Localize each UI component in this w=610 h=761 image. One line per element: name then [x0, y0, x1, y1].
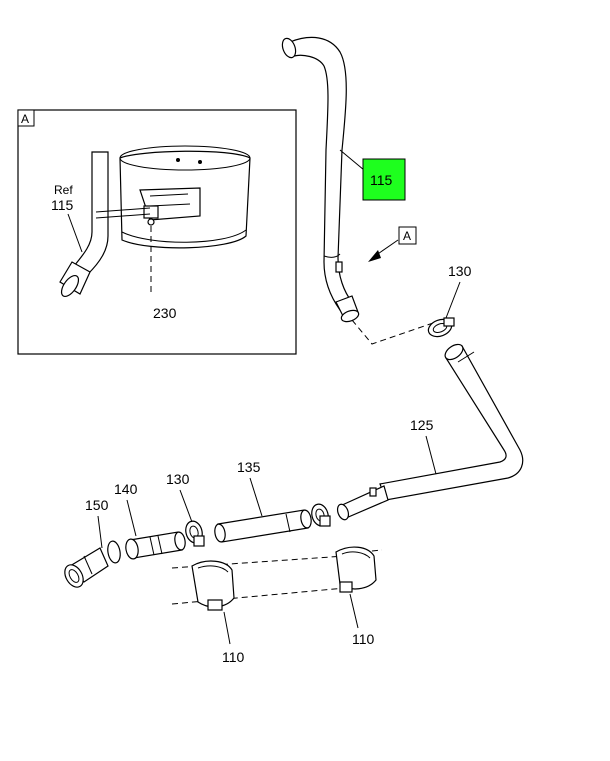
detail-pipe-115 [59, 151, 151, 298]
highlight-callout-box [362, 158, 406, 201]
detail-box-letter: A [21, 112, 29, 126]
callout-130-top: 130 [448, 263, 472, 279]
pipe-135 [214, 509, 312, 543]
callout-140: 140 [114, 481, 138, 497]
detail-tank [119, 145, 251, 249]
callout-115-highlight: 115 [370, 172, 393, 188]
view-marker-letter: A [403, 229, 411, 243]
pipe-140 [125, 531, 186, 560]
detail-callout-230: 230 [153, 305, 177, 321]
clamp-130-left [185, 520, 205, 547]
clamp-130-top [427, 317, 455, 338]
callout-110-left: 110 [222, 649, 245, 665]
outlet-150 [64, 547, 109, 588]
detail-view-a: A Ref 115 230 [17, 109, 297, 355]
pipe-115 [281, 36, 360, 323]
detail-ref-word: Ref [54, 183, 73, 197]
detail-ref-number: 115 [51, 197, 74, 213]
gasket-ring [107, 540, 121, 564]
callout-130-mid: 130 [166, 471, 190, 487]
tank-straps-110 [171, 546, 383, 611]
callout-110-right: 110 [352, 631, 375, 647]
clamp-130-mid [311, 503, 331, 527]
callout-150: 150 [85, 497, 109, 513]
pipe-125 [336, 343, 524, 521]
callout-135: 135 [237, 459, 261, 475]
view-marker-a: A [368, 226, 417, 262]
callout-125: 125 [410, 417, 434, 433]
